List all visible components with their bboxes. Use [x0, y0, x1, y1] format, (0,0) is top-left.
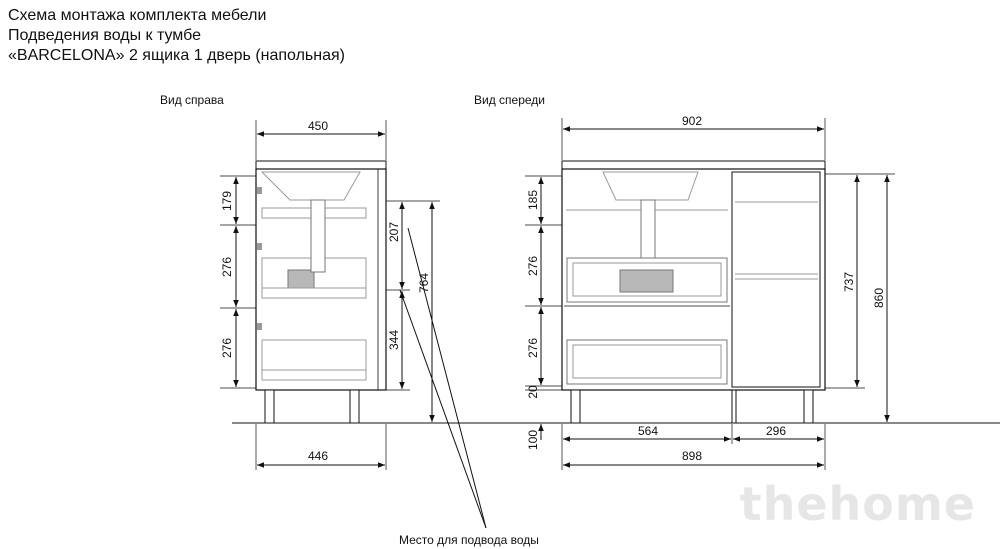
side-pipe-h-value: 207 — [387, 222, 401, 242]
side-h1-value: 179 — [220, 191, 234, 211]
side-view-label: Вид справа — [160, 93, 224, 107]
front-right-part-value: 296 — [766, 424, 786, 438]
front-countertop — [561, 160, 826, 170]
front-leg-left — [570, 389, 581, 424]
side-pipe-low-value: 344 — [387, 330, 401, 350]
front-view: Вид спереди 902 — [474, 93, 895, 470]
front-h2-value: 276 — [526, 256, 540, 276]
side-h2-value: 276 — [220, 257, 234, 277]
front-view-label: Вид спереди — [474, 93, 545, 107]
title-line-2: Подведения воды к тумбе — [8, 27, 201, 44]
front-legs-value: 100 — [526, 430, 540, 450]
diagram-title: Схема монтажа комплекта мебели Подведени… — [8, 6, 345, 66]
watermark-logo: thehome — [739, 477, 976, 531]
front-width-bottom-value: 898 — [682, 449, 702, 463]
front-leg-right — [803, 389, 814, 424]
side-h3-value: 276 — [220, 338, 234, 358]
side-width-top-value: 450 — [308, 119, 328, 133]
side-countertop — [255, 160, 387, 170]
water-supply-callout: Место для подвода воды — [399, 227, 539, 547]
side-width-bottom-value: 446 — [308, 449, 328, 463]
side-siphon-box — [287, 269, 315, 289]
front-plinth-value: 20 — [526, 385, 540, 399]
front-leg-mid — [731, 389, 737, 424]
side-view: Вид справа 450 179 — [160, 93, 440, 470]
front-h1-value: 185 — [526, 190, 540, 210]
title-line-1: Схема монтажа комплекта мебели — [8, 7, 267, 24]
front-left-part-value: 564 — [638, 424, 658, 438]
side-sink-basin — [260, 171, 361, 201]
front-sink-basin — [602, 171, 699, 201]
side-leg-left — [264, 389, 275, 424]
front-total-h-value: 860 — [872, 288, 886, 308]
title-line-3: «BARCELONA» 2 ящика 1 дверь (напольная) — [8, 47, 345, 64]
front-door-h-value: 737 — [842, 272, 856, 292]
side-drain-pipe — [310, 199, 326, 273]
front-siphon-box — [619, 269, 674, 293]
water-supply-label: Место для подвода воды — [399, 533, 539, 547]
front-width-top-value: 902 — [682, 114, 702, 128]
front-h3-value: 276 — [526, 338, 540, 358]
side-leg-right — [349, 389, 360, 424]
